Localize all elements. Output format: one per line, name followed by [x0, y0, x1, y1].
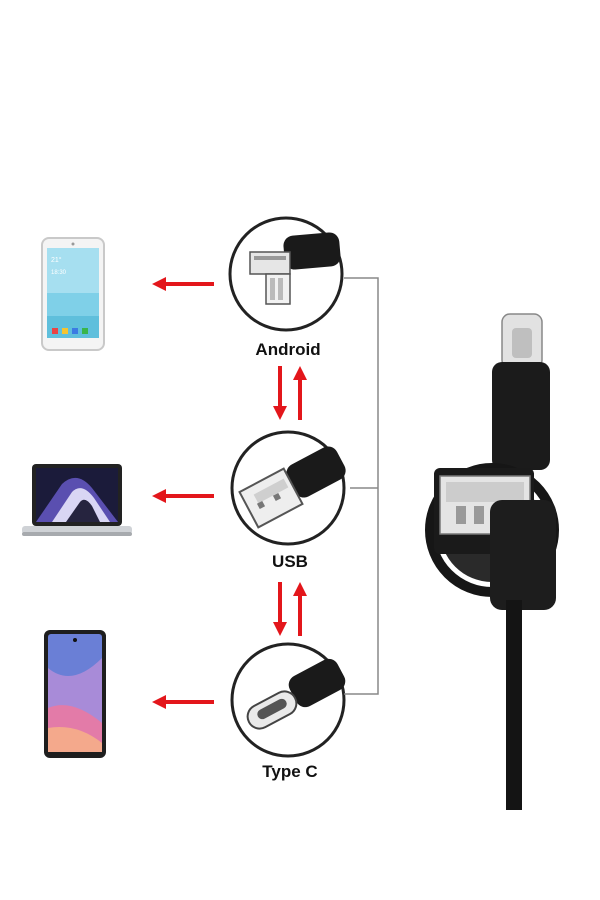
3-in-1-cable-image	[425, 313, 559, 810]
typec-phone-image	[44, 630, 106, 758]
android-phone-image: 21° 18:30	[41, 237, 105, 351]
arrow-left-icon	[152, 277, 214, 291]
type-c-label: Type C	[262, 762, 318, 781]
laptop-image	[22, 464, 132, 536]
bracket-line	[344, 277, 379, 695]
svg-text:21°: 21°	[51, 256, 62, 264]
usb-label: USB	[272, 552, 308, 571]
micro-usb-connector-icon	[228, 216, 344, 332]
arrow-left-icon	[152, 695, 214, 709]
swap-arrows-icon	[273, 582, 307, 636]
usb-c-connector-icon	[230, 642, 346, 758]
usb-a-connector-icon	[230, 430, 346, 546]
svg-text:18:30: 18:30	[51, 270, 67, 276]
swap-arrows-icon	[273, 366, 307, 420]
android-label: Android	[255, 340, 321, 359]
arrow-left-icon	[152, 489, 214, 503]
